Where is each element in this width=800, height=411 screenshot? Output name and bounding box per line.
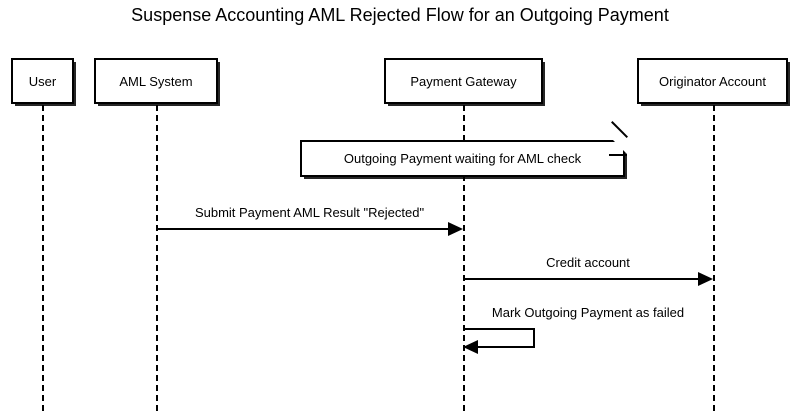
message-line-credit-account: [463, 278, 699, 280]
participant-aml-system[interactable]: AML System: [94, 58, 218, 104]
self-message-segment-bottom: [478, 346, 535, 348]
message-label-submit-payment-aml-result: Submit Payment AML Result "Rejected": [194, 205, 425, 220]
lifeline-payment-gateway: [463, 105, 465, 411]
note-fold-corner-icon: [611, 138, 627, 154]
message-line-submit-payment-aml-result: [156, 228, 449, 230]
lifeline-user: [42, 105, 44, 411]
note-fold-line-icon: [611, 121, 628, 138]
message-label-credit-account: Credit account: [546, 255, 630, 270]
message-label-mark-outgoing-payment-as-failed: Mark Outgoing Payment as failed: [491, 305, 685, 320]
participant-user[interactable]: User: [11, 58, 74, 104]
note-fold-edge-icon: [609, 154, 627, 156]
note-text: Outgoing Payment waiting for AML check: [343, 151, 582, 166]
participant-payment-gateway[interactable]: Payment Gateway: [384, 58, 543, 104]
arrow-head-right-icon: [448, 222, 463, 236]
participant-payment-gateway-label: Payment Gateway: [410, 73, 517, 89]
participant-originator-account-label: Originator Account: [659, 73, 766, 89]
arrow-head-right-icon: [698, 272, 713, 286]
arrow-head-left-icon: [463, 340, 478, 354]
self-message-segment-right: [533, 328, 535, 348]
lifeline-originator-account: [713, 105, 715, 411]
note-body: [300, 140, 625, 177]
note-outgoing-payment-waiting: Outgoing Payment waiting for AML check: [300, 121, 628, 177]
self-message-segment-top: [463, 328, 535, 330]
participant-user-label: User: [28, 73, 57, 89]
participant-aml-system-label: AML System: [119, 73, 193, 89]
participant-originator-account[interactable]: Originator Account: [637, 58, 788, 104]
diagram-title: Suspense Accounting AML Rejected Flow fo…: [131, 5, 669, 25]
lifeline-aml-system: [156, 105, 158, 411]
